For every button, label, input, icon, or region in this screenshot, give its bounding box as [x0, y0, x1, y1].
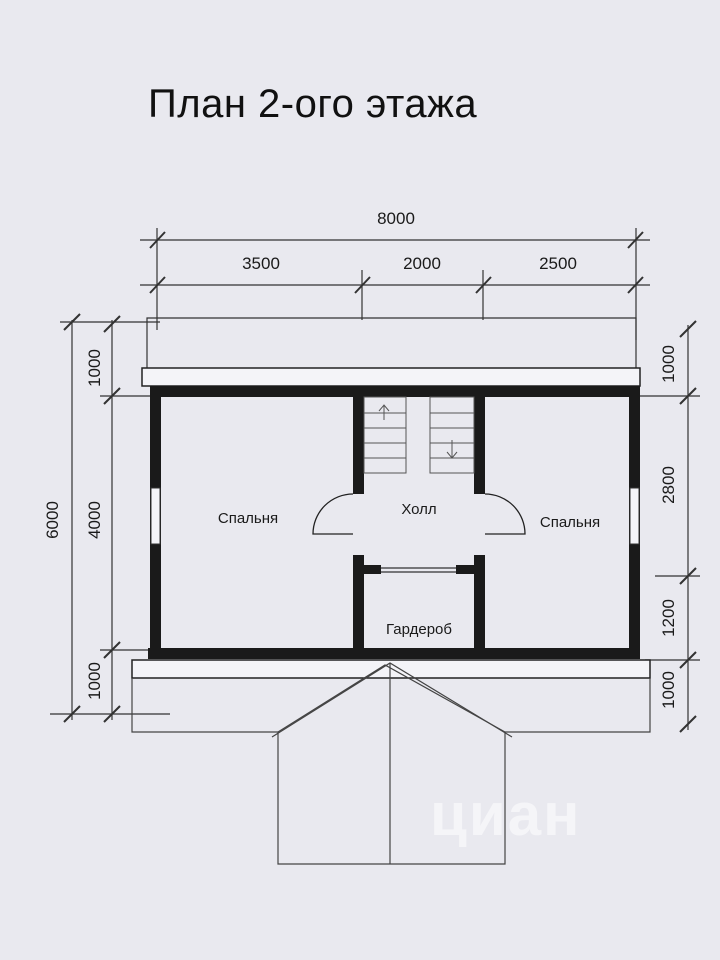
porch-roof — [131, 662, 651, 865]
room-label-bedroom-left: Спальня — [218, 510, 278, 527]
dim-left-total: 6000 — [43, 501, 62, 539]
windows — [150, 487, 640, 545]
door-swings — [312, 493, 526, 535]
upper-balcony-slab — [141, 367, 641, 387]
plan-title: План 2-ого этажа — [148, 82, 478, 126]
dim-left-mid: 4000 — [85, 501, 104, 539]
dim-left-bottom: 1000 — [85, 662, 104, 700]
dim-seg-left: 3500 — [242, 254, 280, 273]
room-label-wardrobe: Гардероб — [386, 621, 452, 638]
dim-right-top: 1000 — [659, 345, 678, 383]
dim-left-top: 1000 — [85, 349, 104, 387]
room-label-hall: Холл — [401, 501, 436, 518]
dim-right-bottom: 1000 — [659, 671, 678, 709]
dim-overall-width: 8000 — [377, 209, 415, 228]
room-label-bedroom-right: Спальня — [540, 514, 600, 531]
dim-seg-right: 2500 — [539, 254, 577, 273]
dim-right-upper: 2800 — [659, 466, 678, 504]
staircase — [363, 396, 475, 474]
dim-right-lower: 1200 — [659, 599, 678, 637]
dim-seg-mid: 2000 — [403, 254, 441, 273]
watermark-logo: циан — [430, 781, 582, 848]
